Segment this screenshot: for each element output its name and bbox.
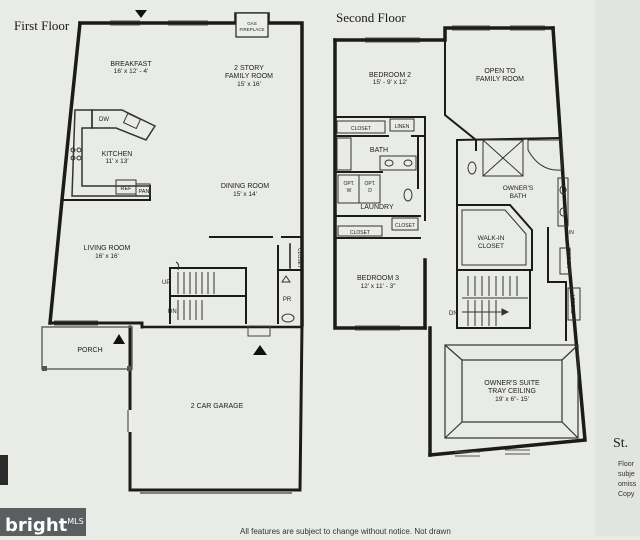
powder-room-label: PR	[283, 297, 292, 303]
side-notes: Floor subje omiss Copy	[618, 461, 637, 498]
svg-text:OPT.: OPT.	[364, 181, 375, 187]
kitchen-counters	[70, 109, 157, 197]
svg-text:CLOSET: CLOSET	[351, 126, 371, 132]
svg-text:CLOSET: CLOSET	[478, 243, 504, 250]
svg-text:OPT.: OPT.	[343, 181, 354, 187]
second-floor-walls	[333, 26, 587, 457]
svg-text:D: D	[368, 188, 372, 194]
svg-text:16' x 16': 16' x 16'	[95, 253, 119, 260]
open-to-label: OPEN TO	[484, 68, 516, 75]
second-floor-stairs	[462, 276, 528, 326]
svg-text:LIN: LIN	[566, 230, 574, 236]
svg-text:FIREPLACE: FIREPLACE	[239, 27, 264, 32]
family-room-label: 2 STORY	[234, 65, 264, 72]
svg-text:TRAY CEILING: TRAY CEILING	[488, 388, 536, 395]
closet-label: CLOSET	[296, 248, 302, 268]
svg-text:FAMILY ROOM: FAMILY ROOM	[476, 76, 524, 83]
svg-text:19' x 6"- 15': 19' x 6"- 15'	[495, 396, 529, 403]
svg-text:11' x 13': 11' x 13'	[105, 158, 128, 165]
svg-text:CLOSET: CLOSET	[571, 294, 577, 314]
svg-text:15' x 16': 15' x 16'	[237, 81, 261, 88]
svg-text:DN: DN	[168, 309, 177, 315]
second-floor-windows	[355, 25, 545, 457]
second-floor-heading: Second Floor	[336, 10, 406, 25]
first-floor-stairs	[175, 261, 215, 320]
svg-text:FAMILY ROOM: FAMILY ROOM	[225, 73, 273, 80]
breakfast-label: BREAKFAST	[110, 61, 152, 68]
svg-text:12' x 11' - 3": 12' x 11' - 3"	[360, 283, 396, 290]
svg-text:CLOSET: CLOSET	[395, 223, 415, 229]
first-floor-windows	[54, 20, 208, 326]
svg-text:UP: UP	[162, 280, 170, 286]
svg-text:BATH: BATH	[510, 193, 527, 200]
living-room-label: LIVING ROOM	[84, 245, 131, 252]
svg-text:W: W	[347, 188, 352, 194]
svg-text:15' x 14': 15' x 14'	[233, 191, 257, 198]
svg-text:PAN: PAN	[139, 189, 150, 195]
porch	[41, 326, 133, 370]
bath-label: BATH	[370, 147, 388, 154]
svg-text:15' - 9' x 12': 15' - 9' x 12'	[373, 79, 407, 86]
fireplace	[235, 12, 269, 38]
garage-label: 2 CAR GARAGE	[191, 403, 244, 410]
owners-suite-label: OWNER'S SUITE	[484, 380, 540, 387]
laundry-label: LAUNDRY	[360, 204, 394, 211]
svg-text:LINEN: LINEN	[395, 124, 410, 130]
svg-text:DW: DW	[99, 117, 109, 123]
svg-text:CLOSET: CLOSET	[350, 230, 370, 236]
owners-bath-label: OWNER'S	[503, 185, 534, 192]
bedroom2-label: BEDROOM 2	[369, 72, 411, 79]
bedroom3-label: BEDROOM 3	[357, 275, 399, 282]
svg-text:DN: DN	[449, 311, 458, 317]
first-floor-heading: First Floor	[14, 18, 70, 33]
dining-room-label: DINING ROOM	[221, 183, 269, 190]
kitchen-label: KITCHEN	[102, 151, 133, 158]
svg-text:PORCH: PORCH	[77, 347, 102, 354]
disclaimer-footer: All features are subject to change witho…	[240, 527, 451, 536]
svg-text:REF: REF	[121, 186, 133, 192]
porch-entry-arrow-icon	[113, 334, 125, 344]
tray-ceiling	[444, 344, 579, 439]
entry-arrow-icon	[135, 10, 147, 18]
side-heading: St.	[613, 436, 629, 451]
svg-text:LINEN: LINEN	[565, 254, 571, 269]
svg-text:GAS: GAS	[247, 21, 257, 26]
garage-entry-arrow-icon	[253, 345, 267, 355]
walk-in-closet-label: WALK-IN	[478, 235, 505, 242]
watermark-badge: brightMLS	[0, 508, 86, 536]
svg-text:16' x 12' - 4': 16' x 12' - 4'	[114, 68, 148, 75]
